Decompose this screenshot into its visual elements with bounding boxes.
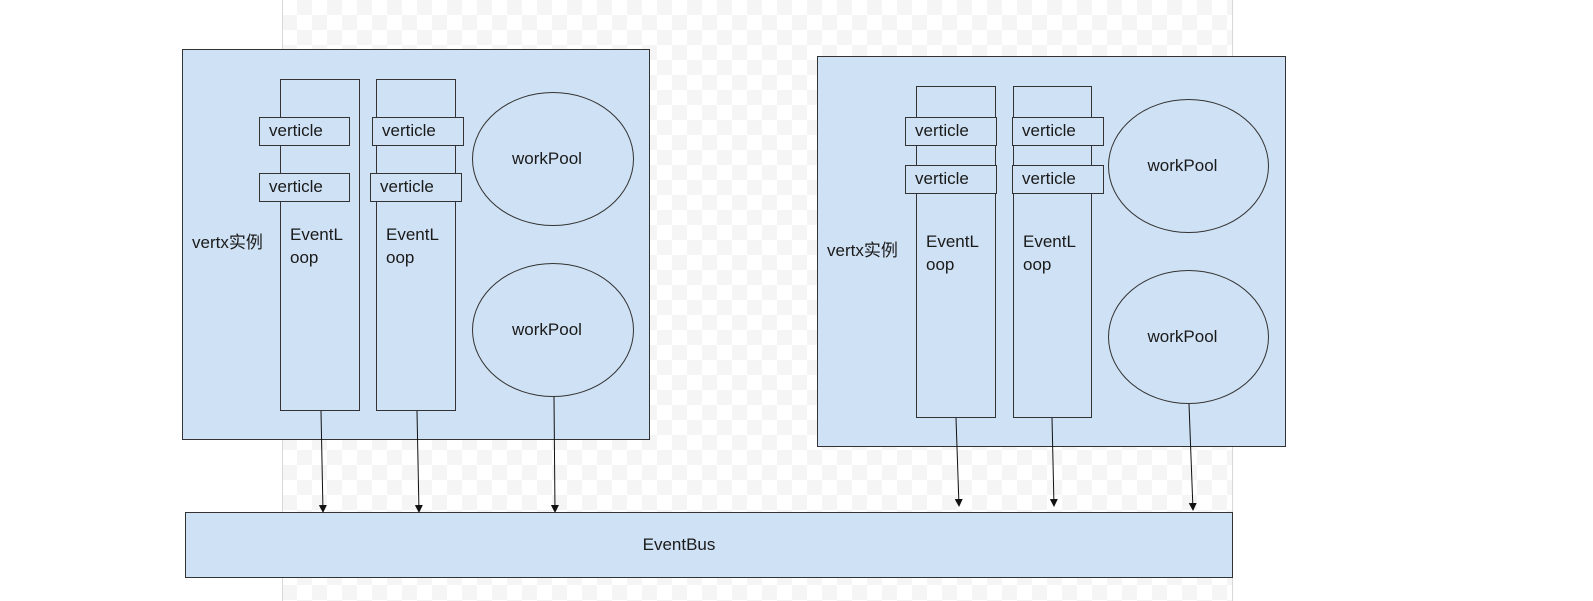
event-loop-label: EventLoop [1023, 232, 1076, 274]
work-pool-label: workPool [1147, 156, 1218, 175]
verticle-node[interactable]: verticle [1012, 117, 1104, 146]
verticle-node[interactable]: verticle [1012, 165, 1104, 194]
verticle-node[interactable]: verticle [905, 165, 997, 194]
vertx-instance-label: vertx实例 [827, 241, 898, 260]
event-bus-label: EventBus [642, 535, 716, 554]
vertx-instance-label: vertx实例 [192, 233, 263, 252]
event-loop-label: EventLoop [926, 232, 979, 274]
verticle-node[interactable]: verticle [905, 117, 997, 146]
work-pool-label: workPool [512, 320, 582, 339]
event-loop-label: EventLoop [290, 225, 343, 267]
event-bus[interactable]: EventBus [185, 512, 1233, 578]
verticle-node[interactable]: verticle [259, 117, 350, 146]
work-pool-label: workPool [1147, 327, 1218, 346]
work-pool-node[interactable]: workPool [1108, 270, 1269, 404]
work-pool-node[interactable]: workPool [472, 263, 634, 397]
work-pool-node[interactable]: workPool [472, 92, 634, 226]
verticle-node[interactable]: verticle [372, 117, 464, 146]
event-loop-label: EventLoop [386, 225, 439, 267]
verticle-node[interactable]: verticle [259, 173, 350, 202]
work-pool-node[interactable]: workPool [1108, 99, 1269, 233]
work-pool-label: workPool [512, 149, 582, 168]
verticle-node[interactable]: verticle [370, 173, 462, 202]
